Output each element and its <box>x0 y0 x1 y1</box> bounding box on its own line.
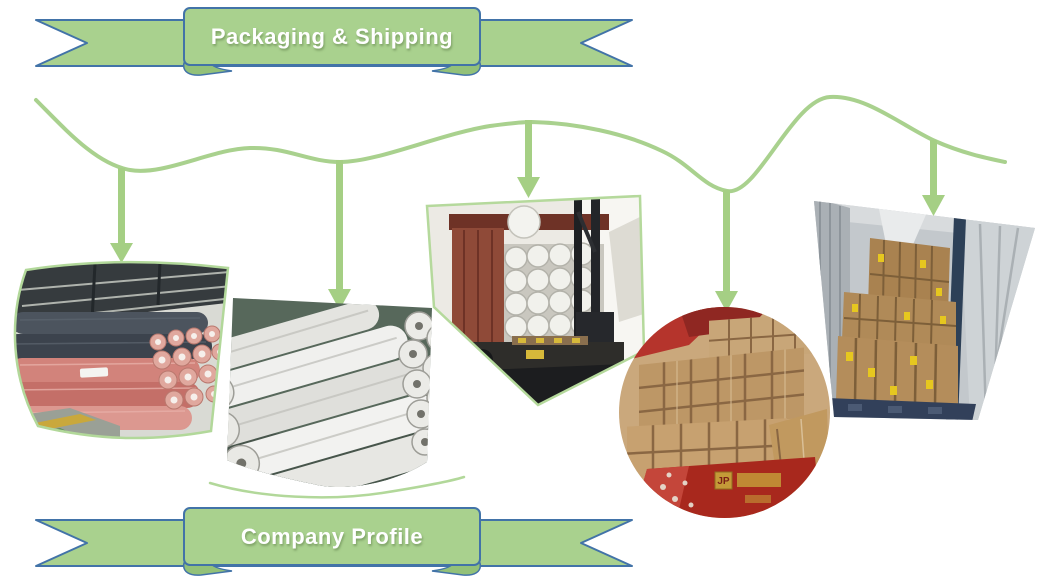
ribbon-shape <box>35 7 633 76</box>
photo-container-loading <box>424 192 650 412</box>
photo-white-fabric-rolls <box>213 286 459 496</box>
down-arrow-icon <box>715 190 738 312</box>
down-arrow-icon <box>110 168 133 263</box>
bottom-ribbon-banner: Company Profile <box>34 506 634 576</box>
photo-packed-cartons: JP <box>619 307 830 518</box>
wavy-line <box>34 94 1007 194</box>
package-logo-text: JP <box>717 476 730 487</box>
down-arrow-icon <box>517 120 540 198</box>
photo-loaded-container <box>808 196 1038 422</box>
photo-warehouse-fabric-rolls <box>0 250 236 446</box>
ribbon-shape <box>35 507 633 576</box>
bottom-banner-title: Company Profile <box>240 523 424 549</box>
top-banner-title: Packaging & Shipping <box>210 23 454 49</box>
top-ribbon-banner: Packaging & Shipping <box>34 6 634 76</box>
